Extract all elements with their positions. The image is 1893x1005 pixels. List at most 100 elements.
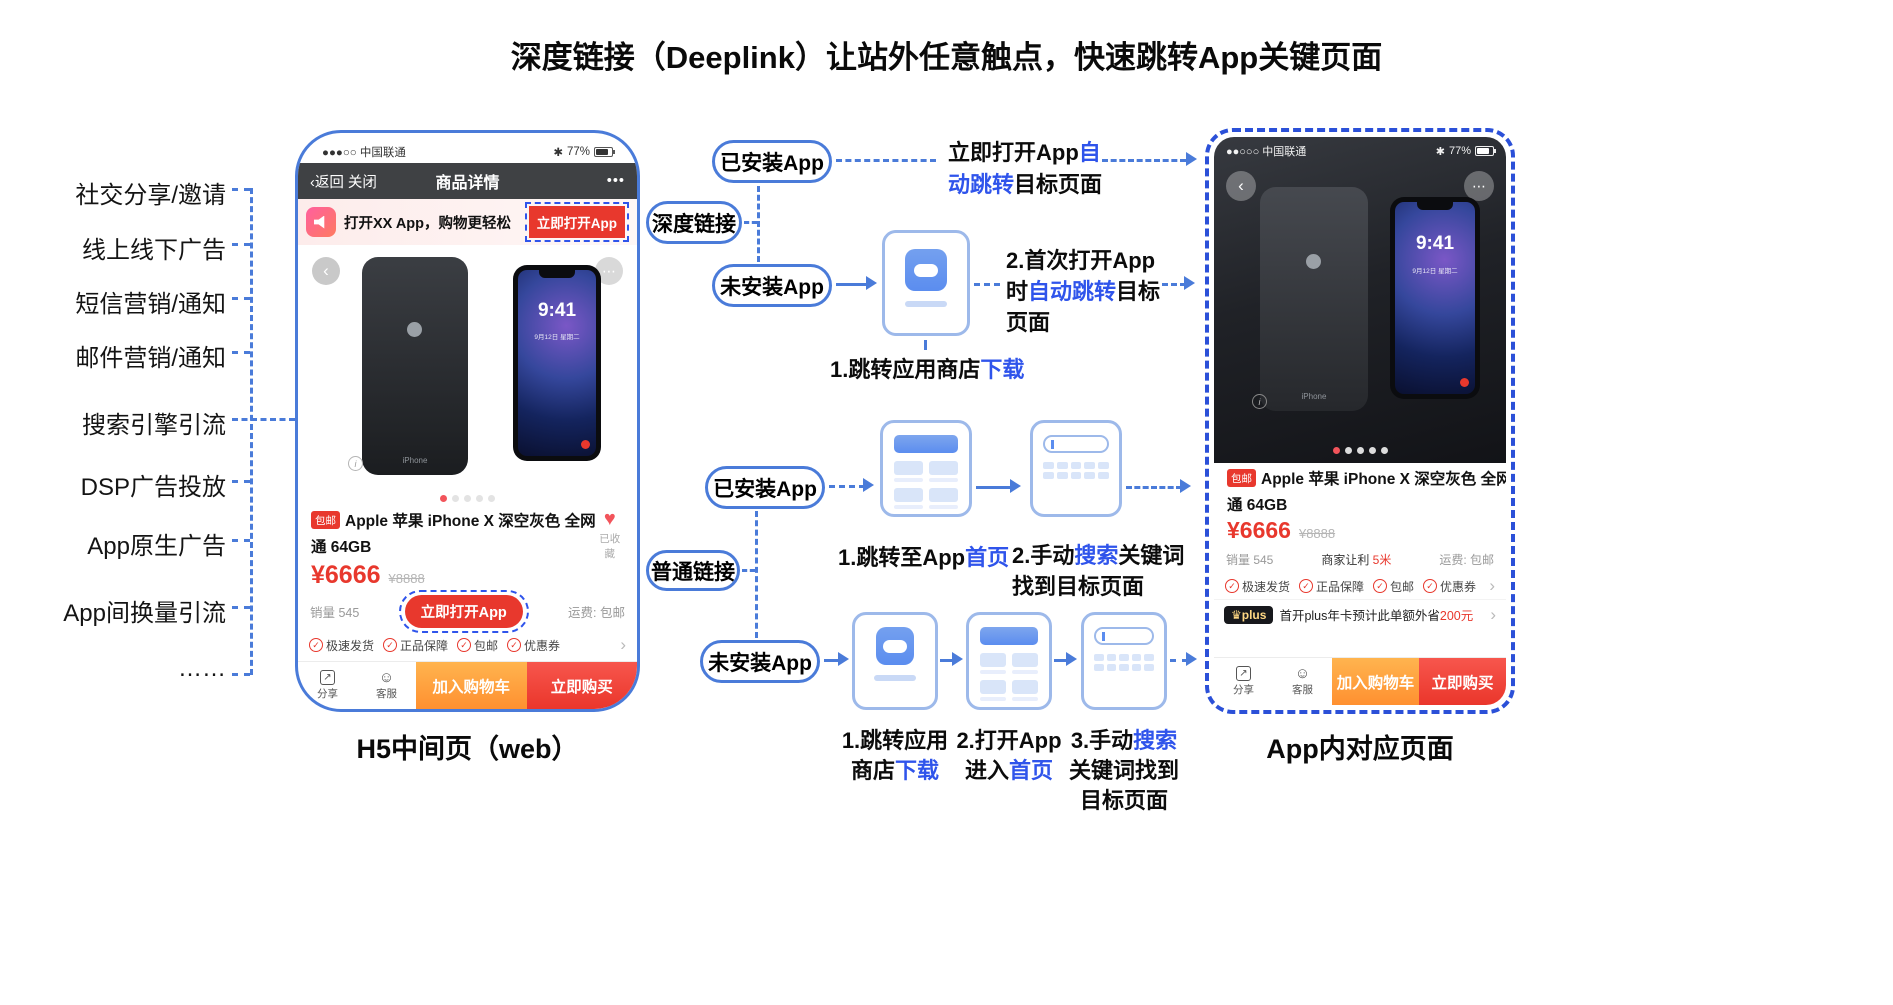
h5-caption: H5中间页（web）	[356, 734, 579, 764]
customer-service-button[interactable]: ☺ 客服	[1273, 658, 1332, 705]
status-right: ✱ 77%	[1436, 145, 1496, 158]
dashed-connector	[232, 243, 250, 246]
service-label: 正品保障	[400, 638, 449, 653]
nav-title: 商品详情	[435, 175, 500, 192]
product-title-line1: Apple 苹果 iPhone X 深空灰色 全网	[1261, 471, 1506, 488]
share-button[interactable]: ↗ 分享	[1214, 658, 1273, 705]
plus-membership-row[interactable]: ♛plus 首开plus年卡预计此单额外省200元 ›	[1214, 599, 1506, 629]
gamepad-icon	[914, 263, 938, 277]
dashed-connector	[836, 159, 936, 162]
iphone-back-view: iPhone	[1260, 187, 1368, 411]
info-icon: i	[1252, 394, 1267, 409]
key	[1056, 462, 1068, 469]
customer-service-button[interactable]: ☺ 客服	[357, 662, 416, 709]
chevron-right-icon[interactable]: ›	[1489, 576, 1495, 595]
battery-icon	[1475, 146, 1496, 156]
iphone-screen: 9:41 9月12日 星期二	[518, 270, 596, 456]
solid-connector	[976, 486, 1012, 489]
carousel-dot	[464, 494, 471, 502]
app-phone-mockup: ●●○○○ 中国联通 ✱ 77% ‹ ⋯ iPhone 9:41	[1205, 128, 1515, 714]
share-button[interactable]: ↗ 分享	[298, 662, 357, 709]
iphone-screen: 9:41 9月12日 星期二	[1395, 202, 1475, 394]
merchant-discount: 商家让利 5米	[1321, 552, 1392, 567]
feed-grid	[894, 461, 958, 509]
battery-icon	[594, 147, 615, 157]
carousel-dot	[452, 494, 459, 502]
arrowhead	[1010, 479, 1021, 493]
share-icon: ↗	[320, 670, 335, 685]
favorite-block[interactable]: ♥ 已收藏	[596, 509, 624, 561]
carousel-dot	[488, 494, 495, 502]
dashed-connector	[829, 485, 865, 488]
dashed-connector	[232, 297, 250, 300]
key	[1144, 664, 1154, 671]
carousel-back-icon[interactable]: ‹	[312, 257, 340, 285]
app-header-bar	[980, 627, 1038, 645]
app-home-phone-icon	[966, 612, 1052, 710]
add-to-cart-button[interactable]: 加入购物车	[1332, 658, 1419, 705]
service-label: 优惠券	[524, 638, 561, 653]
open-app-button[interactable]: 立即打开App	[528, 206, 625, 238]
arrowhead	[1186, 652, 1197, 666]
free-shipping-badge: 包邮	[311, 511, 340, 529]
carrier-label: ●●●○○ 中国联通	[322, 147, 406, 159]
search-note-line2: 找到目标页面	[1012, 574, 1145, 599]
carousel-dot	[1332, 447, 1340, 454]
speaker-icon	[306, 207, 336, 237]
heart-icon[interactable]: ♥	[603, 508, 616, 530]
search-keyboard-phone-icon	[1081, 612, 1167, 710]
arrowhead	[1066, 652, 1077, 666]
dashed-connector	[974, 283, 1000, 286]
source-label-dsp: DSP广告投放	[80, 474, 226, 501]
open-app-pill-button[interactable]: 立即打开App	[404, 594, 523, 628]
add-to-cart-button[interactable]: 加入购物车	[416, 662, 527, 709]
open-app-banner: 打开XX App，购物更轻松 立即打开App	[298, 199, 637, 245]
more-menu-icon[interactable]: •••	[606, 173, 625, 189]
freight-label: 运费: 包邮	[1439, 552, 1494, 567]
key	[1098, 462, 1109, 469]
notch	[539, 270, 575, 278]
dashed-connector	[232, 606, 250, 609]
nav-bar: ‹返回 关闭 商品详情 •••	[298, 163, 637, 199]
key	[1106, 664, 1117, 671]
iphone-brand-label: iPhone	[402, 456, 428, 465]
dashed-connector	[232, 351, 250, 354]
app-header-bar	[894, 435, 958, 453]
product-title-block: 包邮 Apple 苹果 iPhone X 深空灰色 全网 通 64GB	[1227, 467, 1506, 517]
buy-now-button[interactable]: 立即购买	[1419, 658, 1506, 705]
product-image: ‹ ⋯ iPhone 9:41 9月12日 星期二 i	[298, 245, 637, 491]
key	[1094, 654, 1104, 661]
chevron-right-icon[interactable]: ›	[620, 635, 626, 654]
download-bar	[905, 301, 947, 307]
carousel-dot	[476, 494, 483, 502]
battery-percent: 77%	[566, 146, 590, 158]
more-icon[interactable]: ⋯	[1464, 171, 1494, 201]
customer-service-label: 客服	[376, 688, 397, 700]
service-tag: ✓极速发货	[1225, 578, 1290, 595]
key	[1131, 654, 1142, 661]
customer-service-icon: ☺	[1294, 665, 1311, 682]
sales-row: 销量 545 立即打开App 运费: 包邮	[298, 589, 637, 633]
service-tags-row: ✓极速发货 ✓正品保障 ✓包邮 ✓优惠券 ›	[1214, 573, 1506, 599]
back-icon[interactable]: ‹	[1226, 171, 1256, 201]
old-price: ¥8888	[388, 571, 425, 586]
solid-connector	[940, 659, 954, 662]
product-title-line2: 通 64GB	[1227, 497, 1288, 514]
plus-badge: ♛plus	[1224, 605, 1274, 624]
bottom-note-search: 3.手动搜索 关键词找到 目标页面	[1068, 728, 1179, 813]
feed-card	[929, 488, 958, 509]
info-icon: i	[348, 456, 363, 471]
dashed-connector	[1162, 283, 1186, 286]
sales-count: 销量 545	[310, 605, 360, 620]
chevron-right-icon: ›	[1490, 604, 1496, 624]
back-close-button[interactable]: ‹返回 关闭	[310, 174, 377, 191]
service-tag: ✓极速发货	[309, 637, 374, 654]
price-row: ¥6666 ¥8888	[298, 561, 637, 591]
price: ¥6666	[1227, 517, 1291, 543]
dashed-connector	[232, 188, 250, 191]
buy-now-button[interactable]: 立即购买	[526, 662, 637, 709]
bottom-note-open: 2.打开App 进入首页	[956, 728, 1062, 783]
freight-label: 运费: 包邮	[568, 605, 625, 620]
dashed-connector	[757, 186, 760, 262]
plus-offer-text: 首开plus年卡预计此单额外省200元	[1279, 609, 1474, 623]
